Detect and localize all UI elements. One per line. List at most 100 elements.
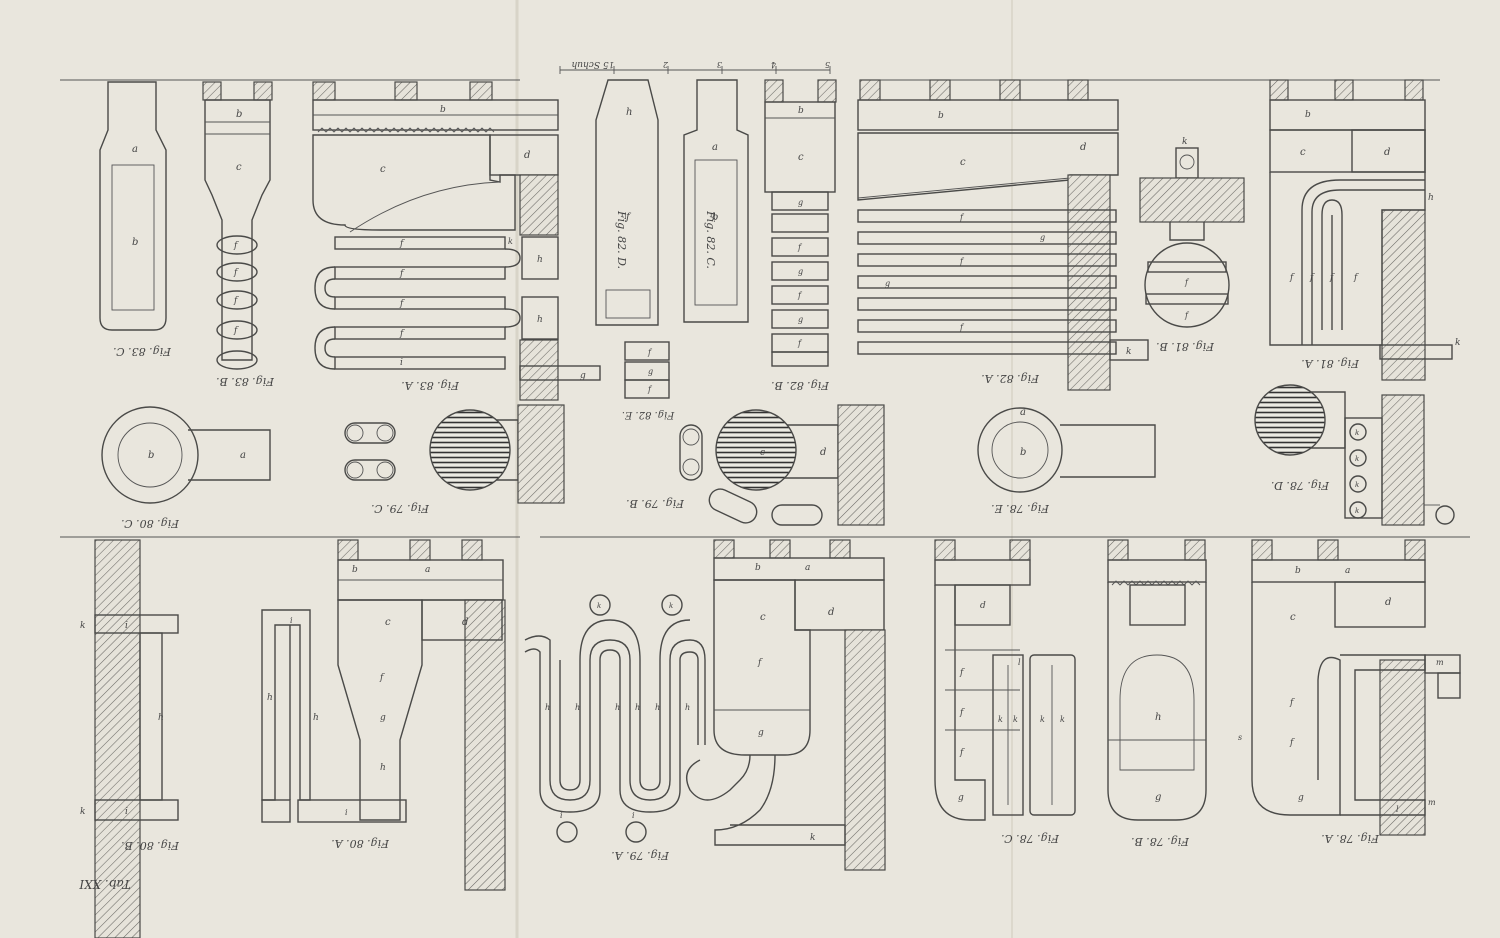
plate-number: Tab. XXI — [79, 877, 131, 891]
figure-80b: k i h k i Fig. 80. B. — [80, 539, 180, 938]
letter-label: f — [1329, 273, 1335, 283]
figure-caption: Fig. 79. B. — [626, 497, 685, 510]
letter-label: a — [712, 142, 718, 153]
letter-label: k — [508, 237, 513, 246]
letter-label: a — [425, 565, 430, 575]
letter-label: h — [626, 107, 632, 118]
letter-label: b — [236, 109, 242, 120]
letter-label: k — [80, 621, 85, 631]
figure-78e: a b Fig. 78. E. — [977, 407, 1156, 515]
letter-label: c — [760, 612, 766, 623]
scale-tick-label: 4 — [771, 60, 777, 69]
letter-label: a — [1345, 566, 1350, 576]
figure-83b: b c f f f f Fig. 83. B. — [202, 81, 275, 388]
figure-82b: b c g f g f g f Fig. 82. B. — [764, 79, 837, 392]
letter-label: b — [1295, 566, 1301, 576]
letter-label: i — [290, 616, 293, 625]
letter-label: f — [797, 291, 803, 300]
letter-label: f — [399, 239, 405, 249]
letter-label: k — [669, 602, 673, 610]
letter-label: f — [1289, 273, 1295, 283]
letter-label: f — [625, 212, 632, 223]
letter-label: c — [760, 448, 765, 458]
figure-80a: b a c d f g h h h i i Fig. 80. A. — [261, 539, 506, 891]
figure-81a: b c d h f f f f k Fig. 81. A. — [1269, 79, 1460, 381]
figure-79a: b a c d f g k k h h h h h h i i k Fig. 7… — [524, 539, 886, 871]
letter-label: k — [810, 833, 815, 843]
letter-label: f — [1309, 273, 1315, 283]
letter-label: g — [885, 279, 890, 288]
letter-label: f — [757, 658, 763, 668]
letter-label: h — [575, 703, 580, 712]
letter-label: f — [233, 241, 239, 251]
letter-label: h — [313, 713, 319, 723]
figure-81b: k f f Fig. 81. B. — [1139, 137, 1245, 353]
figure-caption: Fig. 80. A. — [331, 837, 390, 850]
figure-82e: f g f Fig. 82. E. — [622, 341, 675, 420]
letter-label: d — [462, 617, 468, 628]
figure-caption: Fig. 78. D. — [1271, 479, 1330, 492]
figure-78a: b a d c f f g m m l s Fig. 78. A. — [1238, 539, 1461, 845]
letter-label: c — [1290, 612, 1296, 623]
figure-78c: d g f f f k k k k l Fig. 78. C. — [934, 539, 1076, 845]
figure-caption: Fig. 78. A. — [1321, 832, 1380, 845]
letter-label: h — [615, 703, 620, 712]
letter-label: k — [998, 715, 1003, 724]
letter-label: g — [958, 793, 964, 803]
letter-label: c — [380, 164, 386, 175]
letter-label: c — [798, 152, 804, 163]
figure-caption: Fig. 83. B. — [216, 375, 275, 388]
letter-label: b — [440, 105, 446, 115]
letter-label: f — [1289, 738, 1295, 748]
letter-label: h — [655, 703, 660, 712]
letter-label: l — [1018, 658, 1021, 667]
figure-caption: Fig. 82. B. — [771, 379, 830, 392]
letter-label: a — [132, 144, 138, 155]
letter-label: b — [798, 106, 804, 116]
letter-label: i — [125, 621, 128, 631]
letter-label: k — [1355, 455, 1359, 463]
letter-label: d — [820, 447, 826, 458]
letter-label: f — [959, 748, 965, 758]
letter-label: a — [1020, 407, 1026, 418]
letter-label: b — [712, 212, 718, 223]
figure-78b: h g Fig. 78. B. — [1107, 539, 1207, 848]
letter-label: d — [524, 150, 530, 161]
letter-label: k — [1182, 137, 1187, 147]
letter-label: f — [399, 329, 405, 339]
letter-label: f — [797, 243, 803, 252]
letter-label: h — [380, 763, 386, 773]
letter-label: g — [798, 315, 803, 324]
letter-label: g — [798, 267, 803, 276]
letter-label: h — [1155, 712, 1161, 723]
letter-label: k — [1126, 347, 1131, 357]
figure-caption: Fig. 78. E. — [991, 502, 1050, 515]
figure-82d: h f Fig. 82. D. — [595, 79, 659, 326]
letter-label: g — [1298, 793, 1304, 803]
figure-caption: Fig. 82. E. — [622, 409, 675, 420]
letter-label: k — [1355, 429, 1359, 437]
letter-label: f — [399, 299, 405, 309]
letter-label: a — [805, 563, 810, 573]
figure-82a: b c d f g f g f k Fig. 82. A. — [857, 79, 1149, 391]
letter-label: b — [938, 111, 944, 121]
letter-label: h — [158, 713, 164, 723]
letter-label: a — [240, 450, 246, 461]
letter-label: d — [1384, 147, 1390, 158]
figure-82c: a b Fig. 82. C. — [683, 79, 749, 323]
letter-label: h — [537, 315, 543, 325]
letter-label: k — [1013, 715, 1018, 724]
figure-caption: Fig. 78. B. — [1131, 835, 1190, 848]
letter-label: d — [828, 607, 834, 618]
letter-label: k — [1060, 715, 1065, 724]
letter-label: g — [798, 198, 803, 207]
figure-79b: d c Fig. 79. B. — [626, 404, 885, 526]
letter-label: c — [385, 617, 391, 628]
letter-label: c — [1300, 147, 1306, 158]
letter-label: m — [1428, 798, 1436, 807]
letter-label: h — [537, 255, 543, 265]
figure-caption: Fig. 81. A. — [1301, 357, 1360, 370]
letter-label: g — [1155, 792, 1161, 803]
figure-caption: Fig. 82. A. — [981, 372, 1040, 385]
letter-label: g — [758, 728, 764, 738]
